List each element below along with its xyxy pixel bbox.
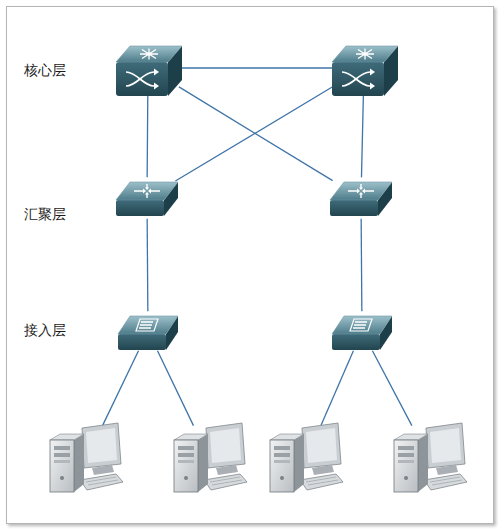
access-switch: [330, 308, 394, 354]
network-link: [158, 351, 194, 426]
aggregation-switch: [114, 174, 180, 222]
core-switch-icon: [328, 36, 400, 100]
network-link: [179, 67, 333, 68]
workstation: [266, 420, 346, 500]
core-switch: [112, 36, 184, 100]
network-link: [103, 351, 139, 426]
workstation-icon: [170, 420, 250, 500]
access-switch: [116, 308, 180, 354]
network-link: [147, 96, 149, 178]
workstation: [46, 420, 126, 500]
layer-label: 核心层: [24, 62, 66, 80]
aggregation-switch-icon: [114, 174, 180, 222]
network-link: [147, 219, 149, 312]
access-switch-icon: [330, 308, 394, 354]
network-link: [361, 219, 363, 312]
network-link: [175, 87, 333, 181]
workstation-icon: [266, 420, 346, 500]
core-switch: [328, 36, 400, 100]
network-link: [321, 351, 353, 426]
workstation: [170, 420, 250, 500]
access-switch-icon: [116, 308, 180, 354]
workstation-icon: [390, 420, 470, 500]
workstation-icon: [46, 420, 126, 500]
aggregation-switch-icon: [328, 174, 394, 222]
layer-label: 汇聚层: [24, 206, 66, 224]
layer-label: 接入层: [24, 322, 66, 340]
workstation: [390, 420, 470, 500]
core-switch-icon: [112, 36, 184, 100]
aggregation-switch: [328, 174, 394, 222]
network-link: [361, 96, 363, 178]
network-link: [372, 351, 411, 426]
